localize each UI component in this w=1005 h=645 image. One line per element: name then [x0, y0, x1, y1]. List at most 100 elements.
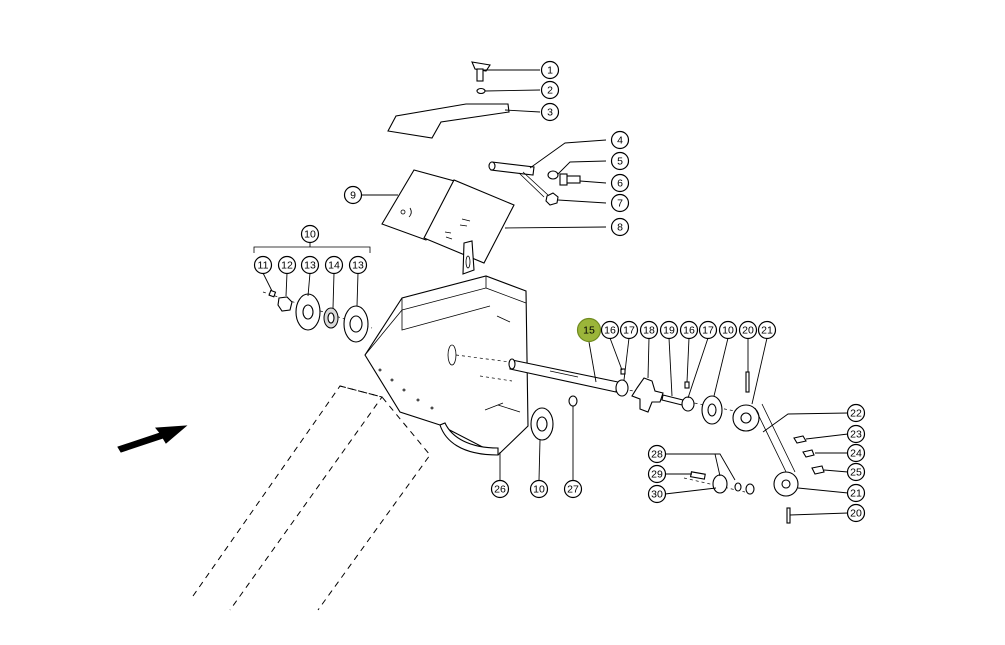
callout-number: 16 — [683, 325, 695, 337]
callout-circle — [846, 443, 866, 463]
callout-4[interactable]: 4 — [610, 130, 630, 150]
callout-number: 10 — [533, 484, 545, 496]
bearing-group-left — [262, 289, 373, 343]
callout-number: 8 — [617, 222, 623, 234]
part-chain — [754, 403, 825, 524]
callout-27[interactable]: 27 — [563, 479, 583, 499]
callout-16[interactable]: 16 — [600, 320, 620, 340]
callout-19[interactable]: 19 — [659, 320, 679, 340]
part-wing-bolt — [471, 61, 491, 82]
callout-11[interactable]: 11 — [253, 255, 273, 275]
callout-circle — [610, 193, 630, 213]
callout-7[interactable]: 7 — [610, 193, 630, 213]
callout-10[interactable]: 10 — [300, 224, 320, 244]
callout-28[interactable]: 28 — [647, 444, 667, 464]
callout-3[interactable]: 3 — [540, 102, 560, 122]
callout-number: 20 — [850, 508, 862, 520]
callout-circle — [576, 317, 602, 343]
bearing-bottom — [530, 395, 578, 441]
callout-12[interactable]: 12 — [277, 255, 297, 275]
callout-20[interactable]: 20 — [846, 503, 866, 523]
callout-25[interactable]: 25 — [846, 462, 866, 482]
callout-number: 13 — [304, 260, 316, 272]
part-gearbox-housing — [364, 275, 529, 456]
callout-number: 22 — [850, 408, 862, 420]
callout-22[interactable]: 22 — [846, 403, 866, 423]
callout-circle — [846, 462, 866, 482]
callout-8[interactable]: 8 — [610, 217, 630, 237]
callout-number: 18 — [643, 325, 655, 337]
callout-number: 27 — [567, 484, 579, 496]
leader-lines — [262, 69, 849, 516]
callout-number: 2 — [547, 85, 553, 97]
callout-18[interactable]: 18 — [639, 320, 659, 340]
callout-30[interactable]: 30 — [647, 484, 667, 504]
callout-number: 17 — [623, 325, 635, 337]
callout-number: 5 — [617, 156, 623, 168]
callout-21[interactable]: 21 — [846, 483, 866, 503]
part-nut-7 — [545, 192, 559, 206]
callout-circle — [610, 130, 630, 150]
callout-number: 4 — [617, 135, 623, 147]
callout-13[interactable]: 13 — [348, 255, 368, 275]
callout-16[interactable]: 16 — [679, 320, 699, 340]
callout-circle — [563, 479, 583, 499]
callout-circle — [846, 503, 866, 523]
callout-number: 11 — [258, 260, 269, 272]
callout-13[interactable]: 13 — [300, 255, 320, 275]
callout-circle — [718, 320, 738, 340]
callout-number: 14 — [328, 260, 340, 272]
callout-23[interactable]: 23 — [846, 424, 866, 444]
callout-circle — [348, 255, 368, 275]
callout-15[interactable]: 15 — [576, 317, 602, 343]
callout-2[interactable]: 2 — [540, 80, 560, 100]
callout-17[interactable]: 17 — [619, 320, 639, 340]
callout-circle — [600, 320, 620, 340]
callout-17[interactable]: 17 — [698, 320, 718, 340]
part-bolt-6 — [559, 173, 581, 186]
callout-number: 10 — [304, 229, 316, 241]
callout-6[interactable]: 6 — [610, 173, 630, 193]
callout-9[interactable]: 9 — [343, 185, 363, 205]
callout-number: 26 — [494, 484, 506, 496]
callout-circle — [647, 484, 667, 504]
callout-5[interactable]: 5 — [610, 151, 630, 171]
callout-20[interactable]: 20 — [738, 320, 758, 340]
callout-number: 15 — [583, 325, 595, 337]
callout-circle — [639, 320, 659, 340]
callout-24[interactable]: 24 — [846, 443, 866, 463]
callout-number: 12 — [281, 260, 293, 272]
callout-number: 7 — [617, 198, 623, 210]
callout-14[interactable]: 14 — [324, 255, 344, 275]
callout-number: 6 — [617, 178, 623, 190]
callout-circle — [738, 320, 758, 340]
callout-29[interactable]: 29 — [647, 464, 667, 484]
callout-1[interactable]: 1 — [540, 60, 560, 80]
conveyor-outline-dashed — [192, 385, 431, 611]
part-shaft — [455, 354, 619, 393]
callout-circle — [647, 444, 667, 464]
callout-circle — [253, 255, 273, 275]
part-cover-plate — [387, 103, 510, 139]
callout-circle — [300, 224, 320, 244]
part-guard-plate-right — [423, 179, 515, 275]
callout-circle — [846, 403, 866, 423]
callout-26[interactable]: 26 — [490, 479, 510, 499]
group-bracket-10 — [253, 246, 371, 253]
callout-circle — [679, 320, 699, 340]
callout-circle — [610, 173, 630, 193]
callout-circle — [610, 151, 630, 171]
callout-circle — [300, 255, 320, 275]
callout-10[interactable]: 10 — [718, 320, 738, 340]
callout-circle — [757, 320, 777, 340]
callout-number: 19 — [663, 325, 675, 337]
callout-21[interactable]: 21 — [757, 320, 777, 340]
callout-circle — [610, 217, 630, 237]
parts-drawing — [117, 61, 825, 611]
callout-number: 29 — [651, 469, 663, 481]
callout-number: 16 — [604, 325, 616, 337]
callout-10[interactable]: 10 — [529, 479, 549, 499]
shaft-assembly-right — [615, 368, 760, 432]
callout-number: 21 — [850, 488, 862, 500]
